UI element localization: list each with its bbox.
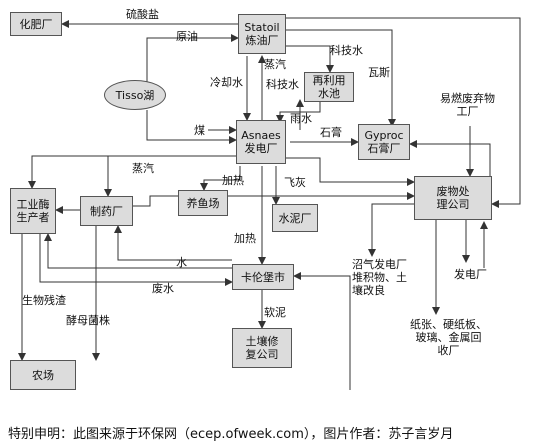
node-fish-label: 养鱼场: [186, 196, 220, 210]
node-waste-label: 废物处 理公司: [436, 185, 470, 211]
label-tech-water-2: 科技水: [266, 78, 299, 91]
node-enzyme-label: 工业酶 生产者: [16, 198, 50, 224]
node-soil-label: 土壤修 复公司: [245, 335, 279, 361]
label-coal: 煤: [194, 124, 205, 137]
node-asnaes-label: Asnaes 发电厂: [241, 129, 281, 155]
node-paper-recycling: 纸张、硬纸板、 玻璃、金属回 收厂: [410, 318, 487, 357]
node-cement-plant: 水泥厂: [272, 204, 318, 232]
edge-asnaes-enzyme: [28, 155, 236, 189]
label-rain-water: 雨水: [290, 112, 312, 125]
edge-statoil-gyproc: [286, 29, 396, 127]
label-heat-1: 加热: [222, 174, 244, 187]
label-tech-water-1: 科技水: [330, 44, 363, 57]
edge-waste-gyproc: [409, 140, 491, 182]
edge-waste-biogas: [368, 203, 414, 257]
node-reuse-pool-label: 再利用 水池: [312, 74, 346, 100]
edge-tisso-asnaes: [146, 110, 237, 144]
edge-asnaes-waste: [286, 157, 415, 186]
label-gypsum: 石膏: [320, 126, 342, 139]
node-pharma-plant: 制药厂: [80, 196, 133, 226]
node-biogas-plant: 沼气发电厂 堆积物、土 壤改良: [352, 258, 407, 297]
node-reuse-pool: 再利用 水池: [304, 72, 354, 102]
node-waste-treatment: 废物处 理公司: [414, 176, 492, 220]
label-sulfate: 硫酸盐: [126, 8, 159, 21]
node-asnaes-power-station: Asnaes 发电厂: [236, 120, 286, 164]
node-gyproc-plant: Gyproc 石膏厂: [358, 124, 410, 160]
node-tisso-lake: Tisso湖: [104, 80, 166, 110]
edge-tisso-statoil: [146, 34, 239, 82]
node-fertilizer-plant: 化肥厂: [10, 12, 62, 36]
node-pharma-label: 制药厂: [90, 204, 123, 218]
node-industrial-enzyme-producer: 工业酶 生产者: [10, 188, 56, 234]
source-caption: 特别申明：此图来源于环保网（ecep.ofweek.com），图片作者：苏子言岁…: [8, 427, 454, 442]
label-yeast-strains: 酵母菌株: [66, 314, 110, 327]
edge-statoil-pool: [286, 45, 334, 73]
label-heat-2: 加热: [234, 232, 256, 245]
label-wastewater: 废水: [152, 282, 174, 295]
node-statoil-label: Statoil 炼油厂: [244, 21, 280, 47]
node-kalundborg-label: 卡伦堡市: [241, 270, 285, 284]
node-kalundborg-city: 卡伦堡市: [232, 264, 294, 290]
node-soil-remediation: 土壤修 复公司: [232, 328, 292, 368]
label-water: 水: [176, 256, 187, 269]
node-gyproc-label: Gyproc 石膏厂: [364, 129, 404, 155]
node-power-plant: 发电厂: [454, 268, 487, 281]
edge-enzyme-kalundborg: [39, 234, 233, 286]
node-statoil-refinery: Statoil 炼油厂: [238, 14, 286, 54]
label-sludge: 软泥: [264, 306, 286, 319]
node-tisso-label: Tisso湖: [115, 89, 155, 102]
label-flyash: 飞灰: [284, 176, 306, 189]
node-cement-label: 水泥厂: [278, 211, 312, 225]
edge-kalundborg-pharma: [114, 225, 232, 261]
node-hazwaste-plant: 易燃废弃物 工厂: [440, 92, 495, 118]
node-fish-farm: 养鱼场: [178, 190, 228, 216]
label-bio-residue: 生物残渣: [22, 294, 66, 307]
edge-right-kalundborg: [293, 272, 351, 390]
label-crude-oil: 原油: [176, 30, 198, 43]
node-farm: 农场: [10, 360, 76, 390]
label-steam-1: 蒸汽: [264, 58, 286, 71]
label-cooling-water: 冷却水: [210, 76, 243, 89]
node-farm-label: 农场: [32, 368, 54, 382]
label-gas: 瓦斯: [368, 66, 390, 79]
edge-kalundborg-enzyme-water: [44, 233, 232, 269]
edge-pharma-waste: [133, 192, 415, 207]
label-steam-2: 蒸汽: [132, 162, 154, 175]
node-fertilizer-label: 化肥厂: [19, 17, 53, 31]
edge-statoil-waste: [286, 17, 521, 208]
edge-asnaes-fish: [200, 166, 241, 191]
